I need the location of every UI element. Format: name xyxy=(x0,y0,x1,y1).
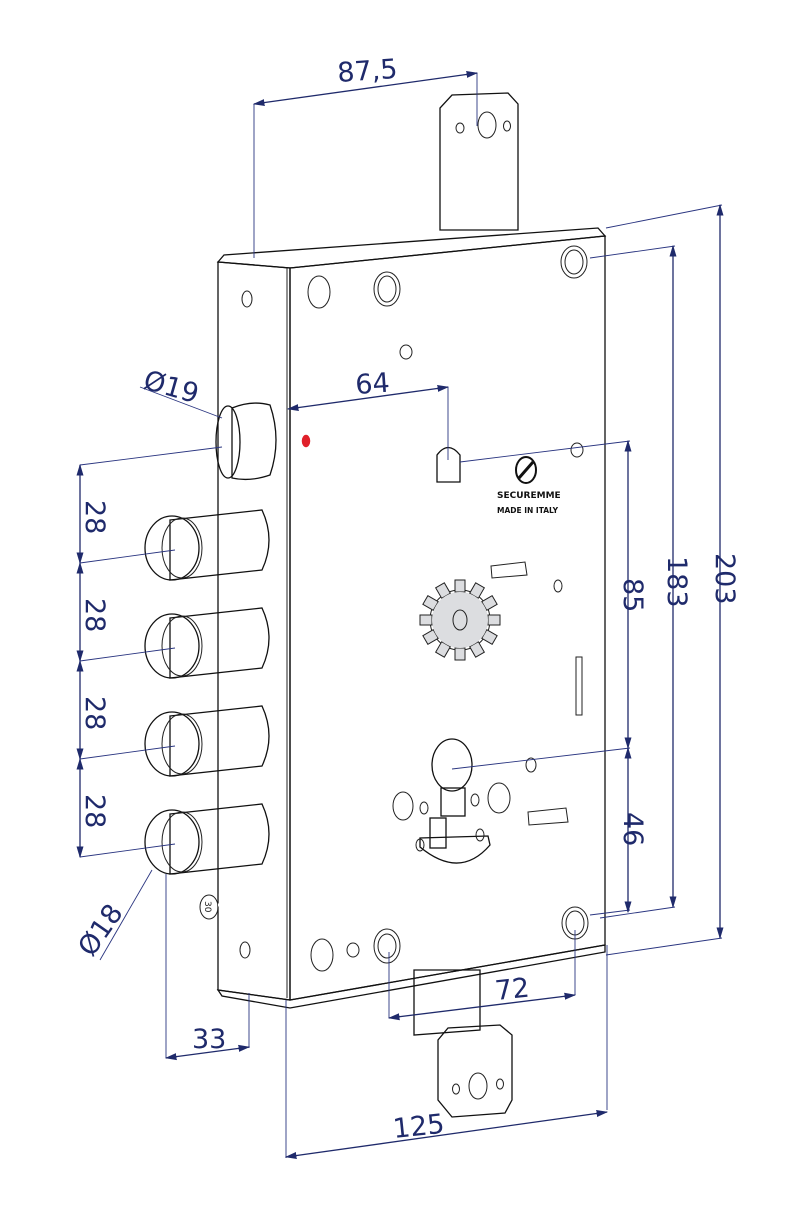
svg-text:28: 28 xyxy=(79,598,110,632)
dim-bolt-diameter: Ø18 xyxy=(72,869,153,962)
spindle-hole xyxy=(436,446,461,483)
cylinder-mechanism xyxy=(392,738,511,864)
svg-text:64: 64 xyxy=(354,368,390,401)
mounting-hole-top xyxy=(560,245,588,279)
bolt-1 xyxy=(144,509,270,581)
svg-text:Ø19: Ø19 xyxy=(140,365,202,410)
dim-backset: 64 xyxy=(286,368,450,460)
dim-latch-diameter: Ø19 xyxy=(139,365,223,419)
dim-top-width: 87,5 xyxy=(252,54,479,258)
dim-overall-depth: 125 xyxy=(284,945,609,1160)
svg-text:Ø18: Ø18 xyxy=(72,899,129,962)
faceplate-screw-hole xyxy=(241,290,253,308)
red-indicator-dot xyxy=(300,433,312,449)
svg-text:33: 33 xyxy=(192,1024,226,1055)
dim-bolt-spacing: 28 28 28 28 xyxy=(76,446,223,859)
gear xyxy=(419,579,501,661)
stamp-badge: 30 xyxy=(199,894,257,920)
bolt-2 xyxy=(144,607,270,679)
svg-text:30: 30 xyxy=(202,901,212,913)
svg-text:87,5: 87,5 xyxy=(336,54,398,89)
svg-text:125: 125 xyxy=(391,1109,446,1145)
svg-text:72: 72 xyxy=(493,973,530,1007)
origin-text: MADE IN ITALY xyxy=(497,506,559,515)
faceplate xyxy=(217,261,291,1001)
dim-mounting-height: 183 xyxy=(589,244,692,919)
dim-bolt-throw: 33 xyxy=(164,874,251,1061)
dim-bottom-hole-spacing: 72 xyxy=(387,930,577,1021)
svg-text:203: 203 xyxy=(709,553,740,605)
case-top-face xyxy=(216,227,607,269)
svg-text:46: 46 xyxy=(617,812,648,846)
dim-cylinder-offsets: 85 46 xyxy=(451,439,648,916)
dim-overall-height: 203 xyxy=(605,203,740,956)
brand-text: SECUREMME xyxy=(497,491,561,501)
bolt-3 xyxy=(144,705,270,777)
svg-text:28: 28 xyxy=(79,696,110,730)
top-tab xyxy=(439,92,519,231)
svg-text:85: 85 xyxy=(617,578,648,612)
svg-text:183: 183 xyxy=(661,556,692,608)
svg-text:28: 28 xyxy=(79,500,110,534)
case-holes xyxy=(307,245,589,972)
faceplate-screw-hole xyxy=(239,941,251,959)
brand-logo: SECUREMME MADE IN ITALY xyxy=(497,456,561,515)
latch-bolt xyxy=(215,402,277,481)
tab-hole-large xyxy=(477,111,497,139)
svg-text:28: 28 xyxy=(79,794,110,828)
bolt-4 xyxy=(144,803,270,875)
